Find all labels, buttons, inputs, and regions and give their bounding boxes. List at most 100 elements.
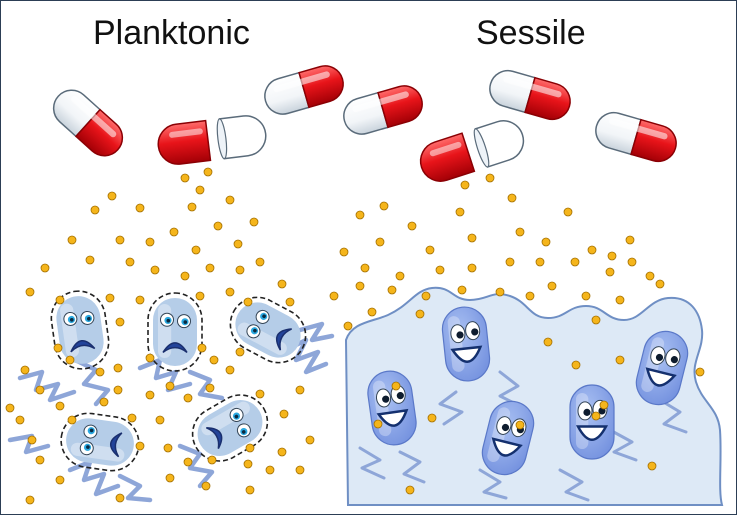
drug-particle — [387, 285, 397, 295]
drug-particle — [379, 201, 389, 211]
flagellum — [17, 369, 77, 403]
drug-particle — [135, 441, 145, 451]
drug-particle — [295, 385, 305, 395]
drug-particle — [627, 257, 637, 267]
drug-particle — [525, 291, 535, 301]
drug-particle — [99, 397, 109, 407]
drug-particle — [145, 237, 155, 247]
sad-bacterium-4 — [60, 412, 140, 472]
drug-particle — [180, 173, 190, 183]
happy-bacterium-3 — [481, 400, 535, 476]
sad-bacterium-2 — [147, 292, 203, 372]
drug-particle — [485, 173, 495, 183]
drug-particle — [55, 475, 65, 485]
capsule-5 — [489, 69, 571, 121]
drug-particle — [195, 291, 205, 301]
drug-particle — [599, 400, 609, 410]
capsule-3 — [264, 65, 344, 115]
drug-particle — [95, 367, 105, 377]
drug-particle — [163, 443, 173, 453]
drug-particle — [145, 390, 155, 400]
drug-particle — [655, 279, 665, 289]
drug-particle — [40, 263, 50, 273]
drug-particle — [295, 465, 305, 475]
sad-bacterium-3 — [229, 296, 307, 364]
drug-particle — [255, 257, 265, 267]
drug-particle — [605, 267, 615, 277]
drug-particle — [535, 257, 545, 267]
drug-particle — [249, 217, 259, 227]
drug-particle — [507, 193, 517, 203]
drug-particle — [150, 265, 160, 275]
drug-particle — [329, 291, 339, 301]
drug-particle — [165, 381, 175, 391]
drug-particle — [195, 185, 205, 195]
drug-particle — [265, 465, 275, 475]
drug-particle — [367, 307, 377, 317]
sad-bacterium-5 — [191, 394, 269, 462]
drug-particle — [235, 347, 245, 357]
flagellum — [283, 337, 329, 375]
drug-particle — [515, 420, 525, 430]
drug-particle — [169, 227, 179, 237]
drug-particle — [255, 389, 265, 399]
drug-particle — [457, 285, 467, 295]
drug-particle — [225, 287, 235, 297]
happy-bacterium-4 — [569, 384, 615, 460]
drug-particle — [373, 419, 383, 429]
drug-particle — [135, 295, 145, 305]
drug-particle — [209, 355, 219, 365]
drug-particle — [115, 493, 125, 503]
drug-particle — [495, 287, 505, 297]
happy-bacterium-5 — [635, 330, 689, 406]
drug-particle — [105, 293, 115, 303]
drug-particle — [53, 343, 63, 353]
flagellum — [398, 450, 426, 484]
drug-particle — [615, 355, 625, 365]
drug-particle — [205, 383, 215, 393]
capsule-7 — [595, 111, 677, 163]
sad-bacterium-1 — [50, 290, 110, 370]
drug-particle — [225, 195, 235, 205]
capsule-6 — [419, 120, 525, 182]
drug-particle — [570, 257, 580, 267]
drug-particle — [615, 295, 625, 305]
happy-bacterium-2 — [441, 306, 491, 382]
drug-particle — [85, 255, 95, 265]
drug-particle — [467, 233, 477, 243]
drug-particle — [25, 495, 35, 505]
drug-particle — [581, 291, 591, 301]
drug-particle — [395, 271, 405, 281]
drug-particle — [277, 447, 287, 457]
flagellum — [558, 468, 590, 502]
drug-particle — [245, 443, 255, 453]
drug-particle — [455, 207, 465, 217]
drug-particle — [515, 227, 525, 237]
drug-particle — [607, 251, 617, 261]
drug-particle — [571, 360, 581, 370]
flagellum — [67, 459, 121, 497]
drug-particle — [375, 237, 385, 247]
drug-particle — [233, 239, 243, 249]
drug-particle — [625, 235, 635, 245]
flagellum — [358, 446, 386, 480]
drug-particle — [421, 291, 431, 301]
drug-particle — [191, 245, 201, 255]
flagellum — [117, 473, 153, 503]
drug-particle — [647, 461, 657, 471]
drug-particle — [467, 263, 477, 273]
drug-particle — [415, 309, 425, 319]
drug-particle — [427, 413, 437, 423]
drug-particle — [187, 202, 197, 212]
drug-particle — [391, 381, 401, 391]
drug-particle — [425, 245, 435, 255]
drug-particle — [115, 317, 125, 327]
drug-particle — [645, 271, 655, 281]
drug-particle — [243, 459, 253, 469]
drug-particle — [90, 205, 100, 215]
drug-particle — [277, 279, 287, 289]
drug-particle — [183, 393, 193, 403]
drug-particle — [135, 203, 145, 213]
